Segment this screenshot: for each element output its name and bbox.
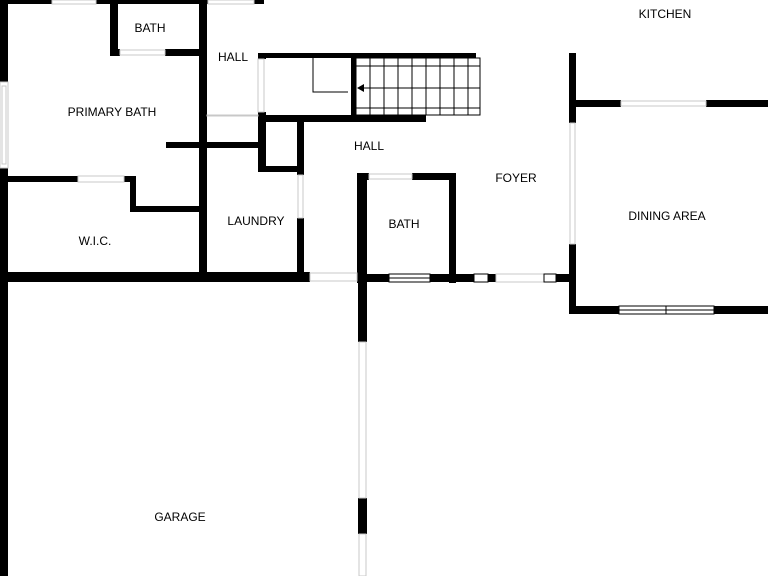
wall — [254, 0, 264, 4]
room-label-bath-top: BATH — [134, 21, 165, 35]
wall — [110, 49, 120, 56]
wall — [130, 176, 136, 212]
wall — [0, 176, 78, 182]
wall — [412, 173, 456, 180]
door-opening — [77, 175, 125, 183]
window — [1, 85, 7, 165]
room-label-wic: W.I.C. — [79, 234, 112, 248]
wall — [714, 306, 768, 314]
room-label-hall-mid: HALL — [354, 139, 384, 153]
door-opening — [620, 100, 707, 107]
wall — [96, 0, 208, 4]
wall — [706, 100, 768, 107]
hall-opening — [206, 114, 259, 117]
wall — [297, 218, 304, 276]
wall — [199, 0, 207, 276]
door-opening — [368, 173, 413, 180]
door-opening — [309, 272, 358, 282]
door-opening — [257, 58, 265, 113]
wall — [165, 49, 207, 56]
wall — [0, 0, 52, 4]
wall — [166, 142, 264, 148]
room-label-hall-top: HALL — [218, 50, 248, 64]
wall — [357, 274, 389, 282]
wall — [258, 166, 304, 172]
wall — [357, 173, 369, 180]
openings — [0, 0, 715, 576]
door-opening — [569, 122, 576, 245]
room-label-dining-area: DINING AREA — [628, 209, 705, 223]
wall — [0, 0, 8, 82]
wall — [297, 115, 304, 175]
room-label-kitchen: KITCHEN — [639, 7, 692, 21]
wall — [357, 173, 367, 283]
stair-landing — [312, 58, 348, 93]
wall — [258, 115, 426, 122]
wall — [449, 173, 456, 283]
sidelight — [543, 273, 557, 283]
wall — [569, 53, 576, 123]
stair-arrow-icon — [357, 84, 364, 92]
wall — [430, 274, 474, 282]
wall — [351, 53, 356, 119]
door-opening — [119, 49, 166, 56]
sidelight — [473, 273, 489, 283]
staircase — [312, 57, 481, 116]
window — [207, 0, 255, 5]
front-door-opening — [495, 273, 545, 283]
wall — [258, 112, 266, 172]
room-label-laundry: LAUNDRY — [227, 214, 284, 228]
wall — [488, 274, 496, 282]
wall — [569, 100, 621, 107]
window — [51, 0, 97, 5]
wall — [0, 272, 310, 282]
wall — [130, 206, 204, 212]
room-label-bath-mid: BATH — [388, 217, 419, 231]
room-label-foyer: FOYER — [495, 171, 537, 185]
wall — [569, 244, 576, 314]
room-labels: BATH HALL KITCHEN PRIMARY BATH HALL FOYE… — [68, 7, 706, 524]
room-label-primary-bath: PRIMARY BATH — [68, 105, 157, 119]
wall — [569, 306, 619, 314]
wall — [264, 53, 476, 58]
room-label-garage: GARAGE — [154, 510, 205, 524]
wall — [110, 0, 118, 55]
wall — [0, 168, 8, 576]
wall — [258, 53, 264, 59]
door-opening — [297, 174, 304, 219]
wall — [358, 498, 367, 534]
wall — [358, 282, 367, 342]
wall — [556, 274, 576, 282]
garage-opening — [358, 533, 367, 576]
garage-opening — [358, 341, 367, 499]
